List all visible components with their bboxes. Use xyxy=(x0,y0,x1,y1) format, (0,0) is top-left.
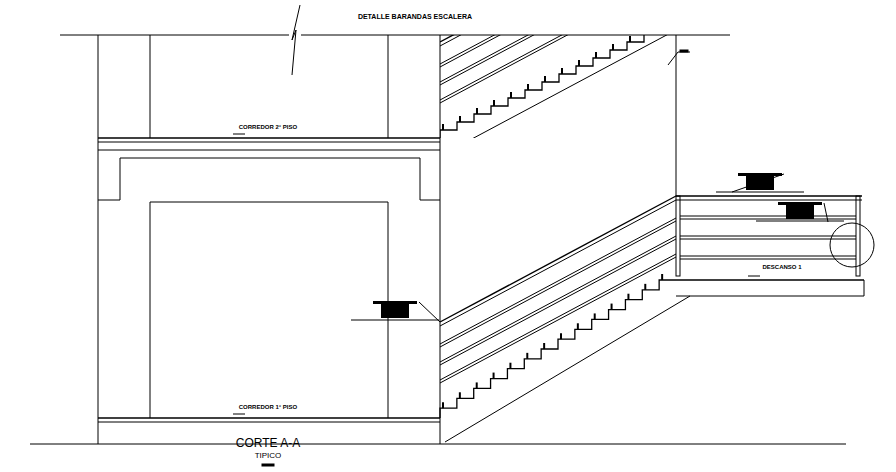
level-markers xyxy=(351,173,844,322)
baluster-stub xyxy=(510,92,512,98)
baluster-stub xyxy=(442,124,444,130)
baluster-stub xyxy=(544,76,546,82)
baluster-stub xyxy=(476,382,478,388)
rail-line xyxy=(440,257,676,383)
baluster-stub xyxy=(578,60,580,66)
baluster-stub xyxy=(476,108,478,114)
baluster-stub xyxy=(629,36,631,42)
baluster-stub xyxy=(459,116,461,122)
level-marker xyxy=(351,301,440,322)
rail-line xyxy=(440,239,676,365)
landing-label: DESCANSO 1 xyxy=(762,264,801,271)
floor-label: CORREDOR 2° PISO xyxy=(239,124,297,131)
upper-flight xyxy=(440,35,676,138)
rail-line xyxy=(440,35,676,103)
upper-underside xyxy=(440,35,676,138)
rail-line xyxy=(440,254,676,380)
baluster-stub xyxy=(611,304,613,310)
rail-line xyxy=(440,35,676,85)
level-marker xyxy=(716,173,804,192)
baluster-stub xyxy=(661,274,663,280)
baluster-stub xyxy=(627,294,629,300)
baluster-stub xyxy=(577,323,579,329)
baluster-stub xyxy=(493,373,495,379)
upper-steps xyxy=(440,35,676,138)
rail-line xyxy=(440,218,676,344)
baluster-stub xyxy=(509,363,511,369)
rail-line xyxy=(440,35,676,42)
baluster-stub xyxy=(459,392,461,398)
rail-line xyxy=(440,35,676,64)
rail-line xyxy=(440,221,676,347)
baluster-stub xyxy=(594,313,596,319)
lower-steps xyxy=(440,280,676,418)
baluster-stub xyxy=(595,52,597,58)
rail-line xyxy=(440,35,676,82)
baluster-stub xyxy=(561,68,563,74)
floor-label: CORREDOR 1° PISO xyxy=(239,404,297,411)
rail-line xyxy=(440,200,676,326)
baluster-stub xyxy=(543,343,545,349)
structure xyxy=(30,5,874,466)
rail-line xyxy=(440,35,676,100)
drawing-title: DETALLE BARANDAS ESCALERA xyxy=(358,13,472,21)
rail-line xyxy=(440,236,676,362)
baluster-stub xyxy=(527,84,529,90)
level-marker xyxy=(756,202,844,222)
section-caption: CORTE A-A xyxy=(236,437,300,450)
baluster-stub xyxy=(560,333,562,339)
rail-line xyxy=(440,196,676,322)
baluster-stub xyxy=(442,402,444,408)
baluster-stub xyxy=(493,100,495,106)
baluster-stub xyxy=(526,353,528,359)
baluster-stub xyxy=(644,284,646,290)
section-subtitle: TIPICO xyxy=(255,452,282,461)
baluster-stub xyxy=(612,44,614,50)
stair-railing xyxy=(440,196,676,383)
